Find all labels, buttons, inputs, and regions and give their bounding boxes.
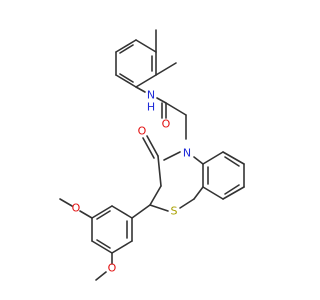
bond — [135, 74, 157, 88]
aromatic-bond — [96, 210, 111, 220]
bond — [163, 151, 181, 161]
bond — [202, 151, 224, 165]
molecule-canvas: N H O O N S O O — [59, 29, 245, 281]
bond — [115, 39, 137, 53]
methoxy-oxygen-upper-label: O — [72, 202, 81, 215]
methoxy-bond — [79, 210, 93, 219]
methoxy-bond — [95, 271, 107, 281]
ring-carbonyl-oxygen-label: O — [138, 125, 147, 138]
bond — [193, 156, 204, 165]
bond — [149, 185, 162, 206]
carbonyl-bond — [142, 137, 155, 159]
amide-nitrogen-label: N — [147, 89, 155, 102]
bond — [222, 151, 245, 165]
bond — [179, 198, 195, 209]
bond — [115, 74, 137, 88]
amide-oxygen-label: O — [162, 118, 171, 131]
methoxy-bond — [59, 198, 73, 207]
thiazepine-ring — [142, 135, 204, 212]
ring-nitrogen-label: N — [183, 147, 191, 160]
bond — [111, 240, 133, 254]
aromatic-bond — [119, 44, 134, 54]
bond — [135, 86, 146, 93]
aromatic-bond — [224, 156, 240, 167]
dimethoxyphenyl-ring — [59, 198, 151, 281]
fused-benzene-ring — [193, 151, 245, 200]
bond — [165, 102, 187, 116]
dimethylphenyl-ring — [115, 29, 177, 88]
bond — [193, 186, 204, 200]
bond — [135, 39, 157, 53]
bond — [111, 205, 133, 219]
bond — [202, 186, 224, 200]
bond — [222, 186, 245, 200]
bond — [157, 155, 162, 187]
bond — [156, 97, 167, 104]
aromatic-bond — [96, 239, 111, 249]
aromatic-bond — [224, 184, 240, 195]
amide-hydrogen-label: H — [147, 101, 155, 114]
aromatic-bond — [119, 73, 134, 83]
bond — [91, 205, 113, 219]
sulfur-label: S — [171, 205, 178, 218]
bond — [131, 204, 151, 219]
methoxy-oxygen-lower-label: O — [108, 262, 117, 275]
structure-svg: N H O O N S O O — [59, 29, 245, 281]
carbonyl-bond — [146, 135, 159, 157]
bond — [91, 240, 113, 254]
methyl-bond — [155, 62, 177, 76]
bond — [149, 204, 169, 212]
amide-linker — [135, 86, 187, 140]
